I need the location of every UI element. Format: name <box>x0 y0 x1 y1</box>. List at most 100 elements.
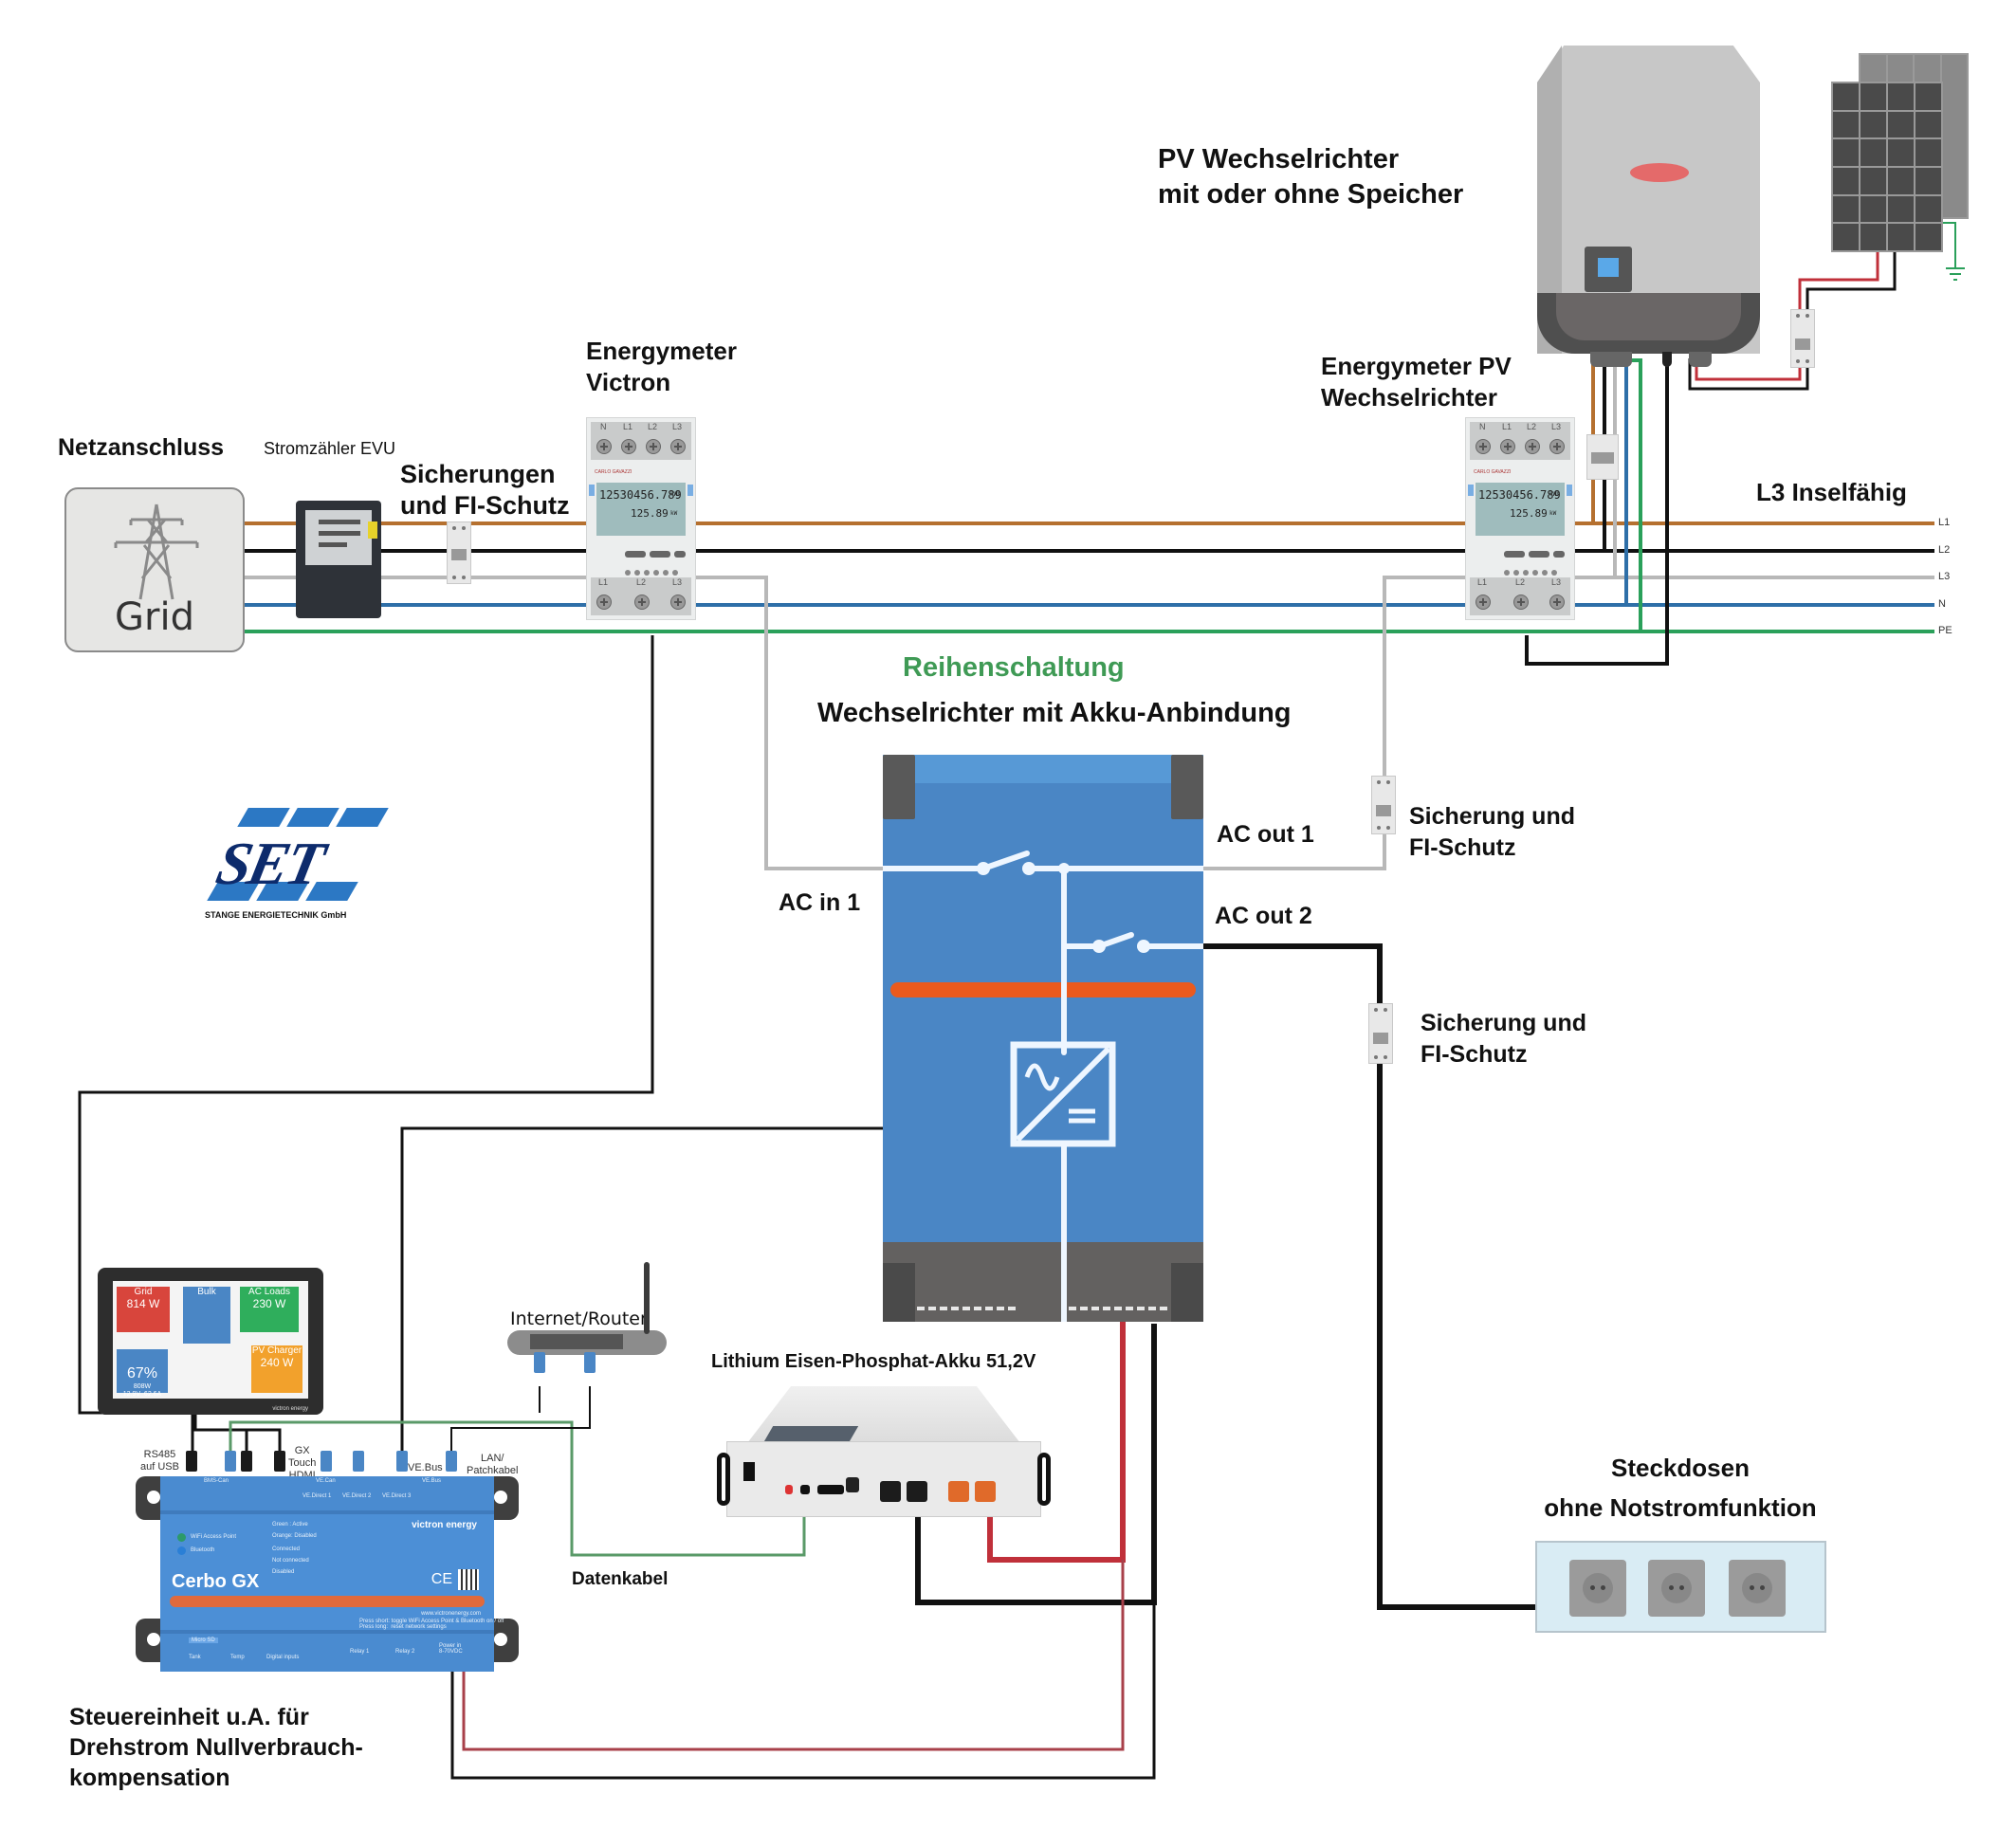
tile-inverter: Bulk <box>183 1287 230 1344</box>
bluetooth-led-icon <box>177 1546 186 1555</box>
netzanschluss-label: Netzanschluss <box>58 434 225 461</box>
dc-positive-thick <box>987 1322 1126 1563</box>
cerbo-port-label: Relay 1 <box>350 1649 370 1655</box>
solar-panel-icon <box>1831 82 1943 252</box>
bus-label-l1: L1 <box>1938 517 1951 528</box>
terminal-label: L3 <box>672 577 683 587</box>
utility-meter <box>296 501 381 618</box>
ac-out2-breaker[interactable] <box>1368 1003 1393 1064</box>
vebus-cable <box>400 1126 883 1455</box>
wire-l3-ac-in <box>696 576 883 870</box>
rs485-label: RS485 auf USB <box>140 1449 179 1473</box>
antenna-icon <box>644 1262 650 1334</box>
internet-router <box>507 1262 667 1355</box>
pv-ac-breaker[interactable] <box>1586 434 1619 480</box>
ac-out1-breaker[interactable] <box>1371 776 1396 834</box>
logo-text: SET <box>211 830 329 897</box>
terminal-label: L2 <box>636 577 647 587</box>
ac-in-1-label: AC in 1 <box>779 889 861 916</box>
battery-negative-terminal <box>907 1481 927 1502</box>
meter-data-cable <box>78 635 654 1455</box>
terminal-label: L3 <box>672 422 683 431</box>
terminal-label: L1 <box>1477 577 1488 587</box>
pv-drop-pe <box>1629 358 1642 631</box>
tile-value: 67% <box>126 1365 158 1381</box>
microsd-label: Micro SD <box>189 1638 218 1643</box>
cerbo-gx: BMS-Can VE.Can VE.Bus VE.Direct 1 VE.Dir… <box>136 1476 519 1672</box>
socket-icon <box>1729 1560 1786 1617</box>
gx-touch-cable-2 <box>247 1428 282 1455</box>
wire-ac-out2 <box>1203 943 1535 1610</box>
cerbo-port-label: VE.Bus <box>422 1478 442 1484</box>
main-breaker[interactable] <box>447 521 471 584</box>
sicherung-fi-label-1: Sicherung und FI-Schutz <box>1409 803 1575 861</box>
cerbo-port-label: VE.Direct 2 <box>342 1493 372 1499</box>
pv-dc-breaker[interactable] <box>1790 309 1815 368</box>
power-reading: 125.89 <box>1510 507 1548 520</box>
terminal-label: L3 <box>1551 577 1562 587</box>
wire-l3-ac-out1 <box>1203 576 1465 870</box>
reihenschaltung-label: Reihenschaltung <box>903 652 1125 683</box>
terminal-label: L1 <box>598 577 609 587</box>
tile-title: Bulk <box>197 1287 216 1297</box>
lan-plug-icon <box>446 1451 457 1472</box>
cerbo-power-red <box>462 1560 1125 1751</box>
multiplus-schematic <box>883 851 1203 1322</box>
router-label: Internet/Router <box>510 1308 648 1329</box>
cerbo-port-label: Temp <box>230 1655 245 1660</box>
terminal-label: L2 <box>1515 577 1526 587</box>
legend-item: Not connected <box>272 1558 309 1564</box>
cerbo-port-label: BMS-Can <box>204 1478 229 1484</box>
lan-cable <box>450 1386 591 1455</box>
energymeter-victron-label: Energymeter Victron <box>586 337 737 396</box>
terminal-label: L2 <box>648 422 658 431</box>
l3-inselfaehig-label: L3 Inselfähig <box>1756 478 1907 506</box>
datenkabel-label: Datenkabel <box>572 1569 669 1589</box>
meter-display: 12530456.789 kWh 125.89 kW <box>1476 483 1565 536</box>
legend-item: Connected <box>272 1546 301 1552</box>
tile-title: PV Charger <box>251 1345 302 1356</box>
power-tower-icon <box>114 503 199 600</box>
cerbo-port-label: Relay 2 <box>395 1649 415 1655</box>
legend-item: Green : Active <box>272 1522 308 1528</box>
meter-display: 12530456.789 kWh 125.89 kW <box>596 483 686 536</box>
bus-label-pe: PE <box>1938 625 1952 636</box>
battery-negative-terminal <box>880 1481 901 1502</box>
tile-title: Grid <box>134 1287 153 1297</box>
energy-unit: kWh <box>1549 491 1560 498</box>
bluetooth-label: Bluetooth <box>191 1547 215 1553</box>
power-unit: kW <box>670 510 678 517</box>
energy-reading: 12530456.789 <box>599 488 682 502</box>
terminal-label: L1 <box>623 422 633 431</box>
power-switch-icon[interactable] <box>743 1462 755 1481</box>
rj45-plug-icon <box>225 1451 236 1472</box>
terminal-label: N <box>600 422 607 431</box>
tile-value: 230 W <box>252 1297 286 1310</box>
steckdosen-label: Steckdosen ohne Notstromfunktion <box>1544 1454 1817 1522</box>
bus-label-l3: L3 <box>1938 571 1951 582</box>
inverter-display <box>1585 247 1632 292</box>
cerbo-power-black <box>450 1602 1156 1780</box>
energy-unit: kWh <box>670 491 681 498</box>
energymeter-pv-label: Energymeter PV Wechselrichter <box>1321 352 1512 412</box>
meter-brand: CARLO GAVAZZI <box>595 469 632 475</box>
battery-positive-terminal <box>948 1481 969 1502</box>
data-cable-battery <box>229 1420 806 1557</box>
status-led-icon <box>1630 163 1689 182</box>
vebus-plug-icon <box>396 1451 408 1472</box>
ce-mark: CE <box>431 1571 452 1587</box>
press-note: Press short: toggle WiFi Access Point & … <box>359 1619 504 1630</box>
sicherung-fi-label-2: Sicherung und FI-Schutz <box>1421 1010 1586 1068</box>
ac-out-2-label: AC out 2 <box>1215 903 1312 929</box>
lan-plug-icon <box>584 1352 596 1373</box>
ac-out-1-label: AC out 1 <box>1217 821 1314 848</box>
meter-brand: CARLO GAVAZZI <box>1474 469 1512 475</box>
cerbo-port-label: VE.Direct 1 <box>302 1493 332 1499</box>
steuereinheit-label: Steuereinheit u.A. für Drehstrom Nullver… <box>69 1704 363 1791</box>
socket-icon <box>1569 1560 1626 1617</box>
battery-inverter-multiplus <box>883 755 1203 1322</box>
